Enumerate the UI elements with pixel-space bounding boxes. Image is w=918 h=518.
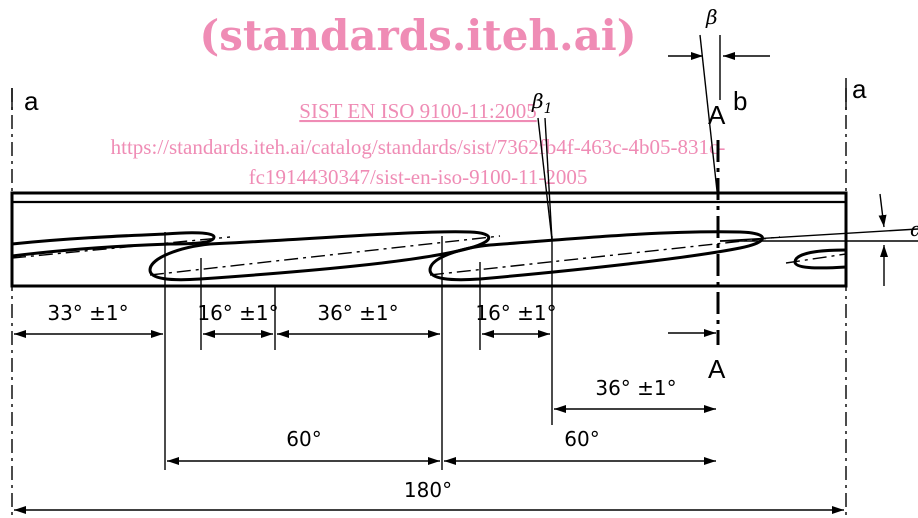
dimension-texts: 33° ±1° 16° ±1° 36° ±1° 16° ±1° 36° ±1° … bbox=[47, 301, 676, 502]
alpha-arrow-top bbox=[878, 193, 887, 228]
groove-profiles bbox=[11, 230, 847, 282]
label-a-right: a bbox=[852, 74, 867, 104]
section-line-a-a: A A b bbox=[668, 86, 747, 384]
bar-body bbox=[10, 191, 848, 288]
end-limit-lines bbox=[11, 88, 847, 518]
groove-centerline-4 bbox=[785, 253, 847, 264]
dim-text-60a: 60° bbox=[286, 427, 321, 451]
section-label-top: A bbox=[708, 100, 726, 130]
section-label-bottom: A bbox=[708, 354, 726, 384]
reference-lines bbox=[164, 117, 553, 470]
dim-text-60b: 60° bbox=[564, 427, 599, 451]
beta-leg-inclined bbox=[699, 34, 719, 201]
dim-text-180: 180° bbox=[404, 478, 452, 502]
bar-outline bbox=[10, 191, 848, 288]
alpha-leg-1 bbox=[719, 228, 918, 242]
groove-3 bbox=[428, 230, 764, 282]
beta1-leg-2 bbox=[544, 117, 553, 241]
dim-text-33: 33° ±1° bbox=[47, 301, 128, 325]
label-b: b bbox=[733, 86, 747, 116]
label-alpha: α bbox=[910, 217, 918, 241]
label-beta1: β1 bbox=[531, 89, 552, 117]
groove-1 bbox=[11, 231, 216, 258]
beta-angle: β bbox=[668, 5, 770, 201]
groove-centerline-3 bbox=[429, 236, 781, 276]
label-a-left: a bbox=[24, 86, 39, 116]
watermark-url-line-1: https://standards.iteh.ai/catalog/standa… bbox=[111, 135, 726, 159]
alpha-angle: α bbox=[719, 193, 918, 286]
dim-text-36b: 36° ±1° bbox=[595, 376, 676, 400]
watermark-title: (standards.iteh.ai) bbox=[199, 11, 636, 60]
groove-4 bbox=[793, 248, 847, 270]
dim-text-36a: 36° ±1° bbox=[317, 301, 398, 325]
groove-centerline-1 bbox=[11, 236, 231, 259]
beta1-leg-1 bbox=[537, 117, 553, 241]
groove-2 bbox=[148, 230, 491, 282]
watermark-url-line-2: fc1914430347/sist-en-iso-9100-11-2005 bbox=[249, 165, 588, 189]
dimension-lines bbox=[14, 330, 844, 514]
groove-centerline-2 bbox=[149, 235, 501, 276]
dim-text-16a: 16° ±1° bbox=[197, 301, 278, 325]
dim-text-16b: 16° ±1° bbox=[475, 301, 556, 325]
watermark: (standards.iteh.ai) SIST EN ISO 9100-11:… bbox=[111, 11, 726, 189]
watermark-standard-ref: SIST EN ISO 9100-11:2005 bbox=[299, 99, 536, 123]
label-beta: β bbox=[705, 5, 718, 29]
